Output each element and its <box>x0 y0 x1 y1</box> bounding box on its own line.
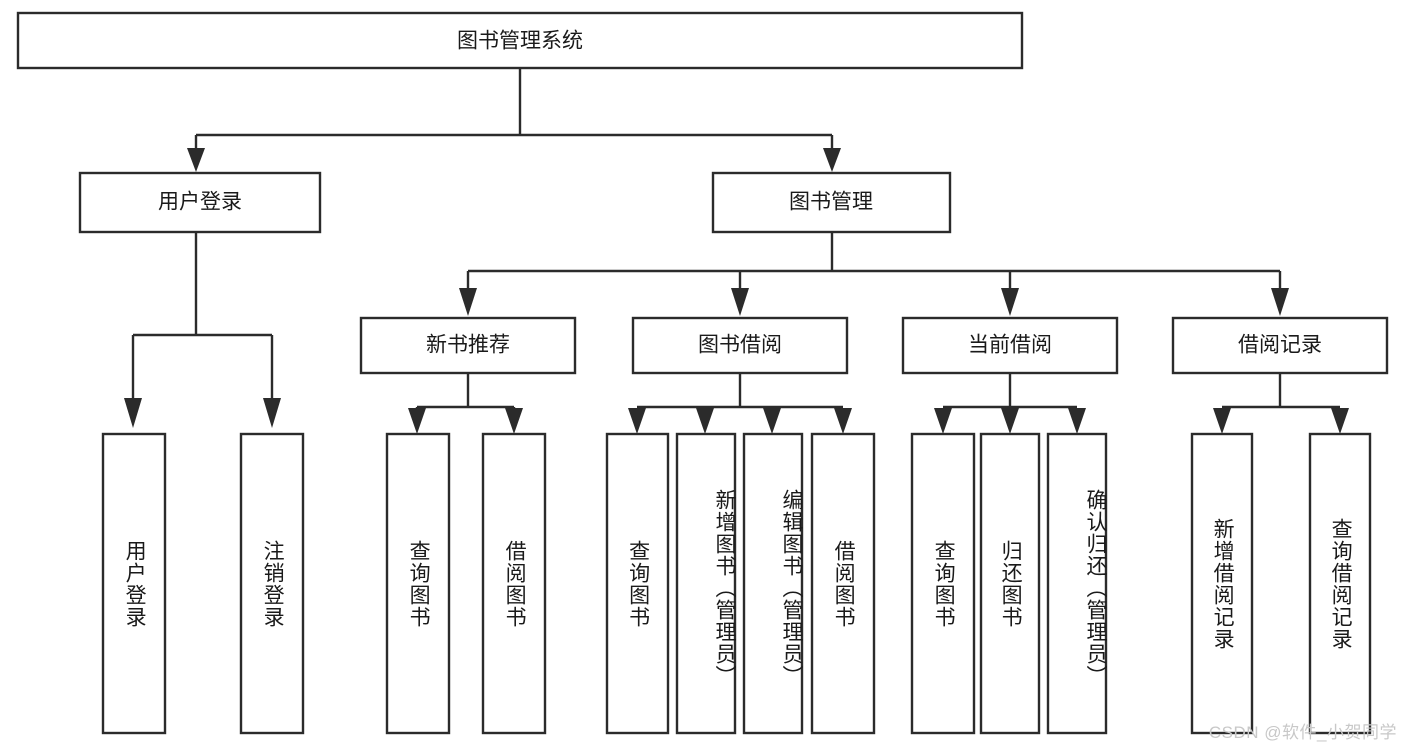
node-root[interactable]: 图书管理系统 <box>16 11 1024 70</box>
arrow-bookmgmt-to-record <box>1271 288 1289 316</box>
node-new-book-recommend-label: 新书推荐 <box>426 334 510 357</box>
connector-layer <box>124 68 1349 434</box>
node-book-management[interactable]: 图书管理 <box>711 171 952 234</box>
arrow-record-leaf-2 <box>1331 408 1349 434</box>
arrow-bookmgmt-to-new-book <box>459 288 477 316</box>
node-user-login[interactable]: 用户登录 <box>78 171 322 234</box>
arrow-userlogin-leaf-2 <box>263 398 281 428</box>
node-borrow-record[interactable]: 借阅记录 <box>1171 316 1389 375</box>
node-book-management-label: 图书管理 <box>789 191 873 214</box>
node-book-borrow[interactable]: 图书借阅 <box>631 316 849 375</box>
node-new-book-recommend[interactable]: 新书推荐 <box>359 316 577 375</box>
arrow-bookmgmt-to-current <box>1001 288 1019 316</box>
node-borrow-record-box[interactable] <box>1171 316 1389 375</box>
arrow-bookmgmt-to-borrow <box>731 288 749 316</box>
leaf-box-borrow-4[interactable] <box>810 432 876 735</box>
node-book-borrow-label: 图书借阅 <box>698 334 782 357</box>
leaf-box-current-1[interactable] <box>910 432 976 735</box>
arrow-current-leaf-3 <box>1068 408 1086 434</box>
node-current-borrow-label: 当前借阅 <box>968 334 1052 357</box>
node-borrow-record-label: 借阅记录 <box>1238 334 1322 357</box>
csdn-watermark: CSDN @软件_小贺同学 <box>1208 723 1397 742</box>
node-book-management-box[interactable] <box>711 171 952 234</box>
arrow-borrow-leaf-4 <box>834 408 852 434</box>
node-user-login-box[interactable] <box>78 171 322 234</box>
leaf-box-current-2[interactable] <box>979 432 1041 735</box>
leaf-box-borrow-3[interactable] <box>742 432 804 735</box>
leaf-box-new-book-2[interactable] <box>481 432 547 735</box>
node-new-book-recommend-box[interactable] <box>359 316 577 375</box>
arrow-newbook-leaf-2 <box>505 408 523 434</box>
node-current-borrow[interactable]: 当前借阅 <box>901 316 1119 375</box>
arrow-userlogin-leaf-1 <box>124 398 142 428</box>
leaf-box-borrow-1[interactable] <box>605 432 670 735</box>
arrow-newbook-leaf-1 <box>408 408 426 434</box>
leaf-box-borrow-2[interactable] <box>675 432 737 735</box>
node-user-login-label: 用户登录 <box>158 191 242 214</box>
arrow-borrow-leaf-2 <box>696 408 714 434</box>
arrow-root-to-user-login <box>187 148 205 172</box>
arrow-borrow-leaf-3 <box>763 408 781 434</box>
node-book-borrow-box[interactable] <box>631 316 849 375</box>
leaf-box-user-login-2[interactable] <box>239 432 305 735</box>
leaf-box-record-1[interactable] <box>1190 432 1254 735</box>
arrow-current-leaf-1 <box>934 408 952 434</box>
node-root-box[interactable] <box>16 11 1024 70</box>
node-current-borrow-box[interactable] <box>901 316 1119 375</box>
arrow-root-to-book-mgmt <box>823 148 841 172</box>
arrow-record-leaf-1 <box>1213 408 1231 434</box>
leaf-box-current-3[interactable] <box>1046 432 1108 735</box>
leaf-box-new-book-1[interactable] <box>385 432 451 735</box>
leaf-box-user-login-1[interactable] <box>101 432 167 735</box>
leaf-box-record-2[interactable] <box>1308 432 1372 735</box>
arrow-borrow-leaf-1 <box>628 408 646 434</box>
node-root-label: 图书管理系统 <box>457 30 583 53</box>
arrow-current-leaf-2 <box>1001 408 1019 434</box>
